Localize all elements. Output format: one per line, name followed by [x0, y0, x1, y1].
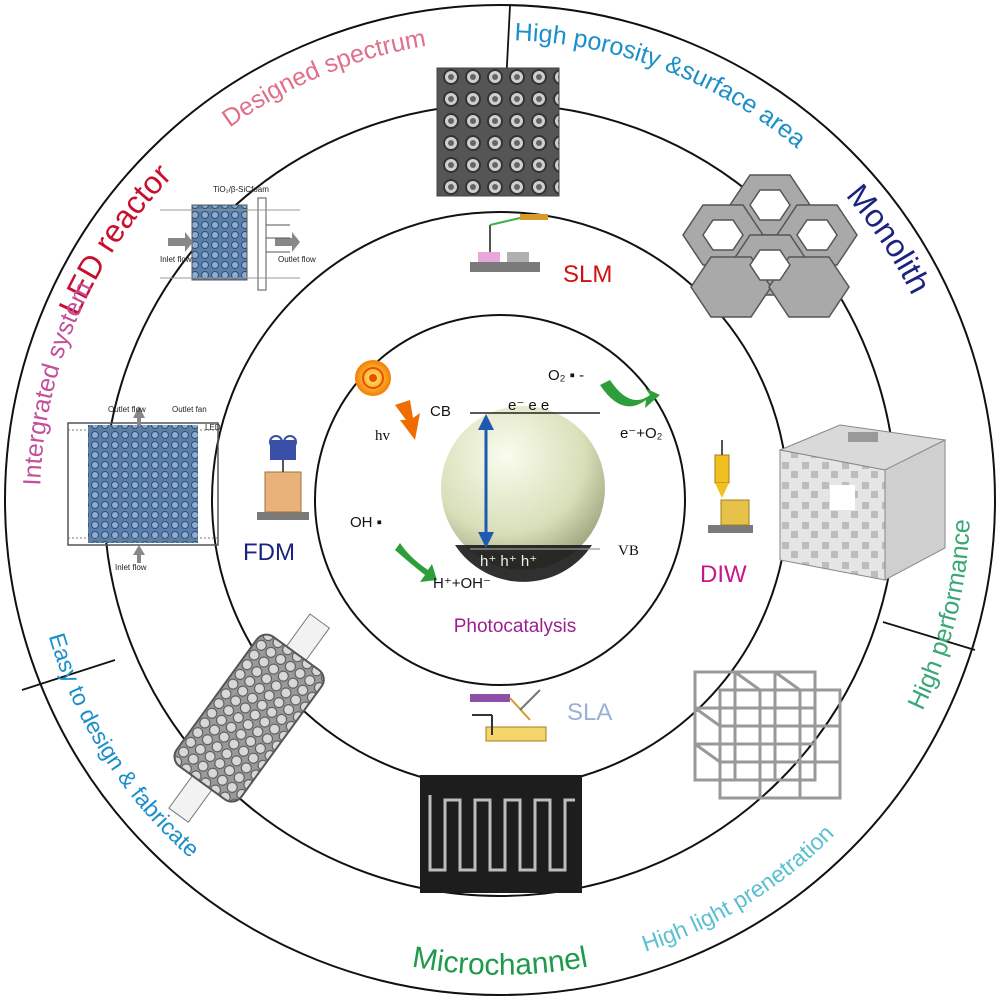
reactor-outlet-flow-label: Outlet flow [108, 405, 146, 414]
packed-bed-reactor-image [168, 613, 331, 823]
center-ring-border [314, 314, 686, 686]
reactor-outlet-fan-label: Outlet fan [172, 405, 207, 414]
reactor-inlet-flow-label: Inlet flow [115, 563, 147, 572]
diw-printer-icon [708, 440, 753, 533]
photocatalysis-title: Photocatalysis [454, 616, 577, 637]
superoxide-label: O₂ ▪ - [548, 367, 584, 384]
fractal-cube-image [778, 424, 947, 581]
label-designed-spectrum: Designed spectrum [217, 24, 428, 133]
sla-printer-icon [470, 689, 547, 742]
microchannel-chip-image [420, 775, 582, 893]
foam-reactor-image: TiO₂/β-SiCfoam Inlet flow Outlet flow [160, 185, 316, 291]
electrons-label: e⁻ e e [508, 397, 549, 414]
photocatalyst-sphere [441, 406, 605, 582]
method-label-fdm: FDM [243, 539, 295, 566]
holes-label: h⁺ h⁺ h⁺ [480, 553, 537, 570]
sun-icon [355, 360, 391, 396]
label-microchannel: Microchannel [410, 941, 590, 982]
reactor-outlet-flow-top-label: Outlet flow [278, 255, 316, 264]
honeycomb-monolith-image [682, 174, 858, 318]
fdm-printer-icon [257, 435, 309, 520]
outer-ring-border [4, 4, 996, 996]
hydroxyl-radical-label: OH ▪ [350, 514, 382, 531]
hv-label: hv [375, 428, 391, 444]
lattice-frame-image [693, 670, 842, 800]
method-label-sla: SLA [567, 699, 612, 726]
method-label-diw: DIW [700, 561, 747, 588]
reactor-inlet-flow-top-label: Inlet flow [160, 255, 192, 264]
reactor-tio2-label: TiO₂/β-SiCfoam [213, 185, 269, 194]
reactor-led-label: LED [205, 423, 221, 432]
integrated-reactor-image: Outlet flow Outlet fan LED Inlet flow [67, 405, 221, 572]
label-integrated-system: Intergrated system [18, 277, 97, 486]
divider-left [21, 659, 116, 691]
reduction-arrow-icon [600, 380, 660, 408]
oxidation-arrow-icon [395, 543, 437, 582]
e-o2-label: e⁻+O₂ [620, 425, 663, 442]
method-label-slm: SLM [563, 261, 612, 288]
slm-printer-icon [470, 214, 548, 272]
vb-label: VB [618, 543, 639, 559]
cb-label: CB [430, 403, 451, 420]
light-arrow-icon [395, 400, 420, 440]
divider-right [882, 621, 976, 651]
lattice-structure-image [436, 67, 560, 197]
h-oh-label: H⁺+OH⁻ [433, 575, 491, 592]
